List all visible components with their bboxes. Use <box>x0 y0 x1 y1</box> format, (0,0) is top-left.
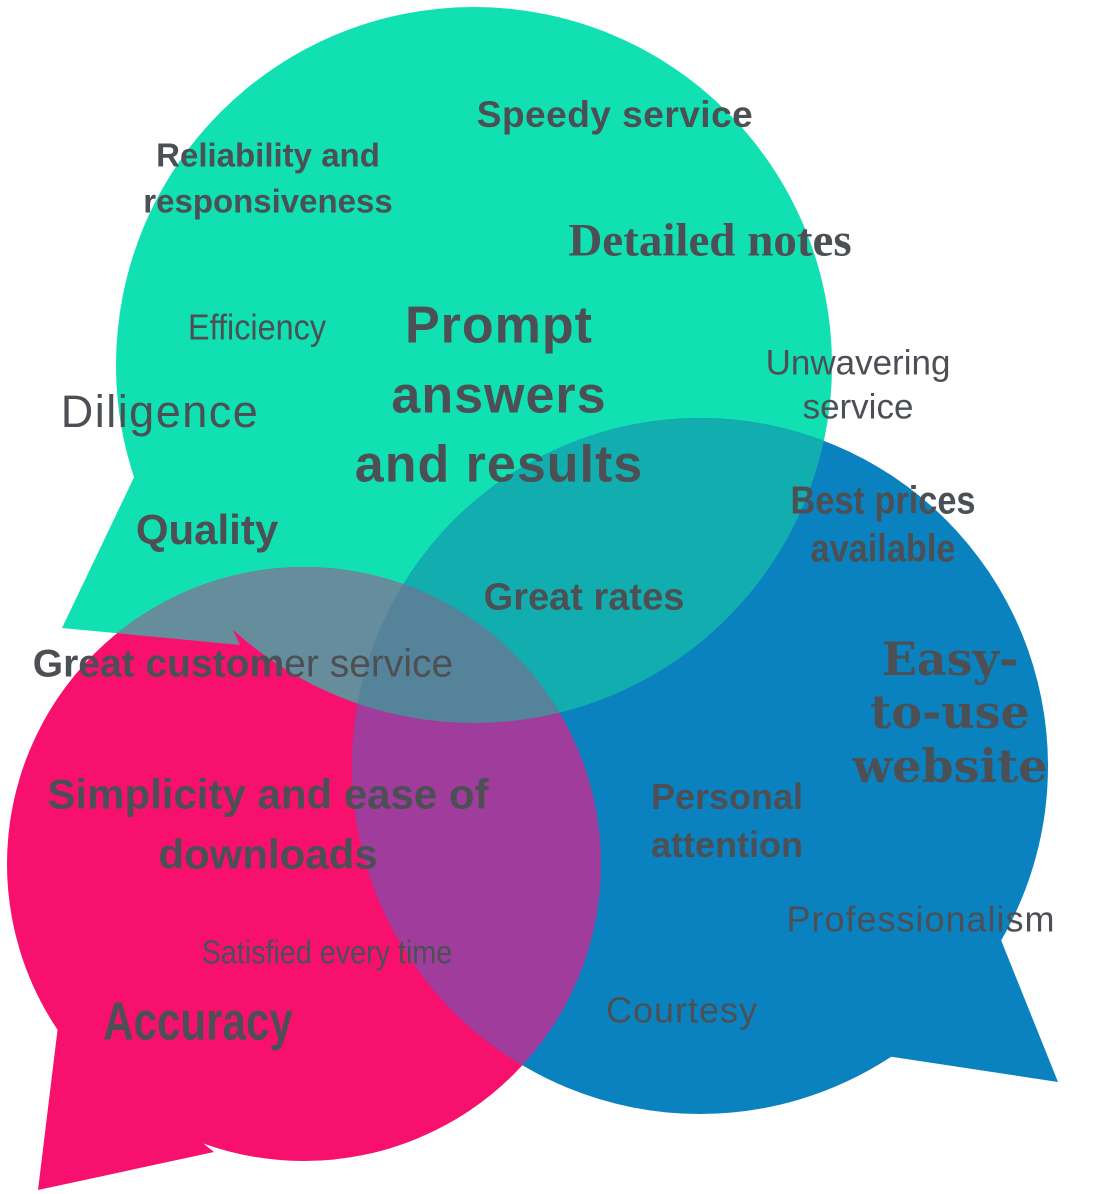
label-prompt-answers-results: Prompt answers and results <box>354 296 644 494</box>
label-efficiency: Efficiency <box>187 306 327 348</box>
label-simplicity-downloads: Simplicity and ease of downloads <box>47 770 489 877</box>
label-unwavering-service: Unwavering service <box>765 343 951 426</box>
label-professionalism: Professionalism <box>786 898 1056 940</box>
label-quality: Quality <box>135 505 279 553</box>
label-personal-attention: Personal attention <box>650 775 804 865</box>
label-reliability-responsiveness: Reliability and responsiveness <box>143 136 393 219</box>
label-courtesy: Courtesy <box>605 989 759 1031</box>
label-accuracy: Accuracy <box>103 991 293 1052</box>
label-great-rates: Great rates <box>483 576 685 619</box>
label-speedy-service: Speedy service <box>476 93 754 135</box>
label-great-customer-light-part: er service <box>284 642 454 686</box>
label-satisfied-every-time: Satisfied every time <box>201 933 453 971</box>
label-great-customer-bold-part: Great custom <box>32 642 285 686</box>
label-detailed-notes: Detailed notes <box>568 214 852 267</box>
label-easy-to-use-website: Easy-to-use website <box>852 631 1048 793</box>
label-best-prices-available: Best prices available <box>790 479 976 570</box>
label-diligence: Diligence <box>60 385 260 437</box>
label-great-customer-service: Great customer service <box>33 641 453 690</box>
